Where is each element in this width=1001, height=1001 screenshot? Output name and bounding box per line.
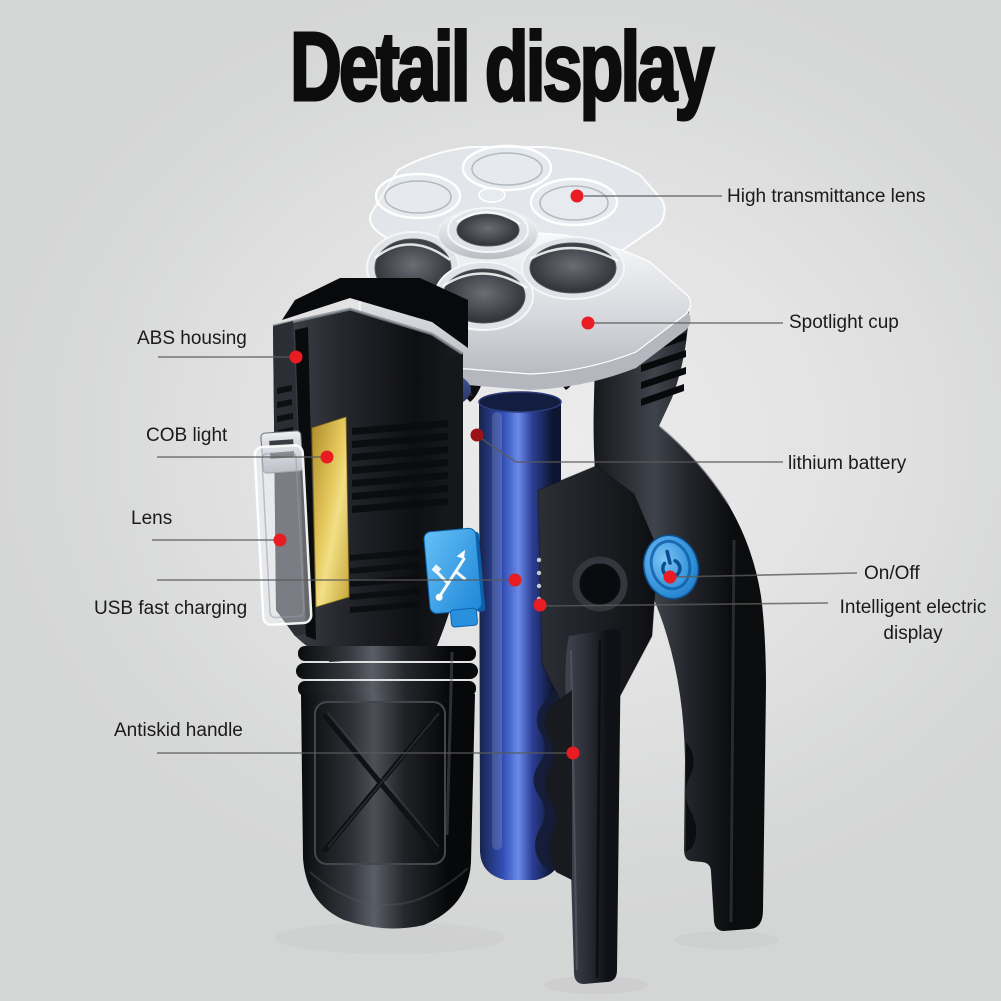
callout-label-lens: Lens xyxy=(131,508,173,529)
callout-marker-antiskid-handle xyxy=(566,746,580,760)
head-left-face xyxy=(273,321,306,636)
callout-marker-cob-light xyxy=(320,450,334,464)
callout-line-on-off xyxy=(673,572,858,578)
antiskid-grip-panel xyxy=(314,701,446,865)
grip-strip xyxy=(544,690,572,880)
handle-body xyxy=(593,296,766,931)
callout-lines xyxy=(152,195,858,754)
bracket-ring xyxy=(572,556,628,612)
callout-marker-usb-fast-charging xyxy=(508,573,522,587)
callout-label-antiskid-handle: Antiskid handle xyxy=(114,720,243,741)
lens-ring xyxy=(461,144,553,192)
callout-marker-on-off xyxy=(663,570,677,584)
callout-line-intelligent-electric-display xyxy=(545,602,829,607)
callout-label-abs-housing: ABS housing xyxy=(137,328,247,349)
spotlight-cup-center xyxy=(437,207,539,261)
cob-light-panel xyxy=(311,416,350,608)
callout-marker-lithium-battery xyxy=(470,428,484,442)
callout-label-spotlight-cup: Spotlight cup xyxy=(789,312,899,333)
head-heat-fins-upper xyxy=(352,420,448,513)
spotlight-cup xyxy=(521,236,625,300)
handle-finger-grooves xyxy=(685,742,697,852)
shadow xyxy=(275,922,505,954)
callout-marker-high-transmittance-lens xyxy=(570,189,584,203)
callout-label-on-off: On/Off xyxy=(864,563,920,584)
callout-label-high-transmittance-lens: High transmittance lens xyxy=(727,186,926,207)
callout-marker-intelligent-electric-display xyxy=(533,598,547,612)
lens-plate-center-knob xyxy=(478,187,506,203)
handle-front-shell xyxy=(544,629,621,984)
electric-display-dots xyxy=(536,557,542,602)
lens-plate xyxy=(369,144,666,270)
head-heat-fins-lower xyxy=(350,549,420,613)
callout-label-usb-fast-charging: USB fast charging xyxy=(94,598,248,619)
lens-ring xyxy=(529,177,619,227)
usb-connector xyxy=(423,527,486,628)
callout-marker-abs-housing xyxy=(289,350,303,364)
usb-icon xyxy=(436,557,467,599)
head-interior xyxy=(282,278,468,348)
barrel xyxy=(296,646,478,929)
callout-label-cob-light: COB light xyxy=(146,425,228,446)
callout-marker-lens xyxy=(273,533,287,547)
callout-label-intelligent-electric-display: Intelligent electric display xyxy=(839,597,987,644)
callout-marker-spotlight-cup xyxy=(581,316,595,330)
ground-shadows xyxy=(275,922,778,994)
callout-markers xyxy=(273,189,677,760)
callout-line-lithium-battery xyxy=(478,436,783,463)
callout-label-lithium-battery: lithium battery xyxy=(788,453,907,474)
lens-ring xyxy=(374,172,462,220)
shadow xyxy=(544,976,648,994)
shadow xyxy=(674,931,778,949)
